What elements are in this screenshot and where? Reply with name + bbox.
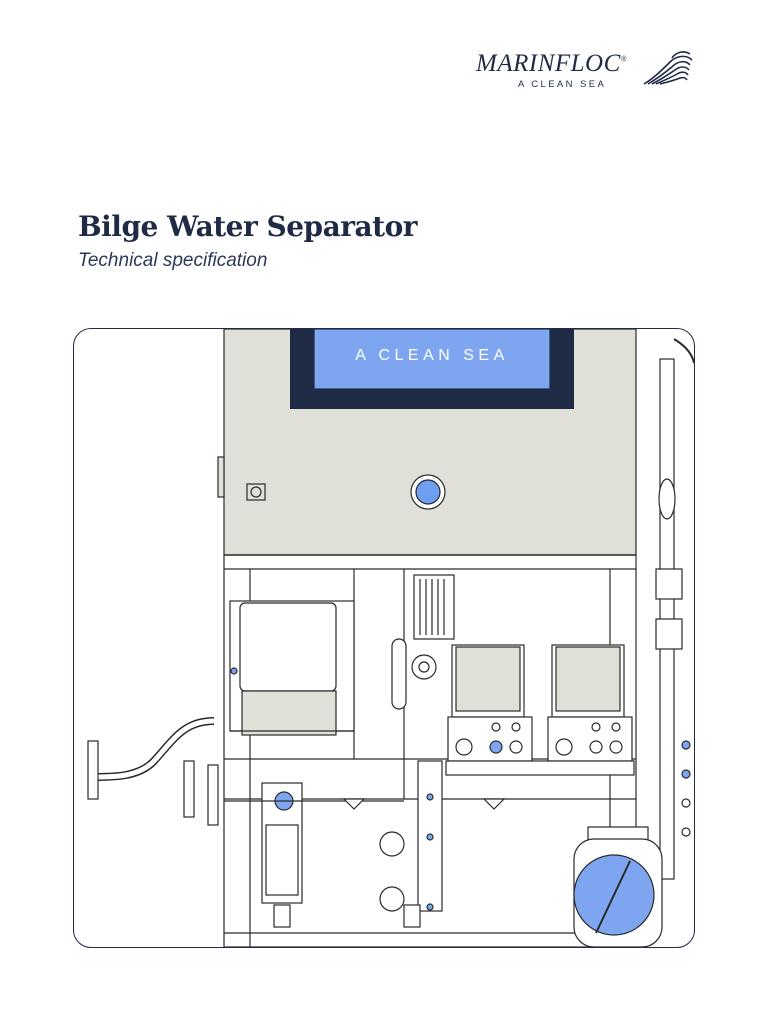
wave-icon (643, 51, 693, 85)
marinfloc-logo: MARINFLOC® A CLEAN SEA (476, 48, 696, 94)
product-illustration-frame: A CLEAN SEA (73, 328, 695, 948)
page-title: Bilge Water Separator (78, 210, 418, 243)
logo-wordmark: MARINFLOC® (476, 50, 628, 77)
page-subtitle: Technical specification (78, 250, 268, 271)
logo-tagline: A CLEAN SEA (518, 79, 607, 90)
screen-label: A CLEAN SEA (355, 347, 509, 364)
separator-illustration: A CLEAN SEA (87, 329, 694, 947)
